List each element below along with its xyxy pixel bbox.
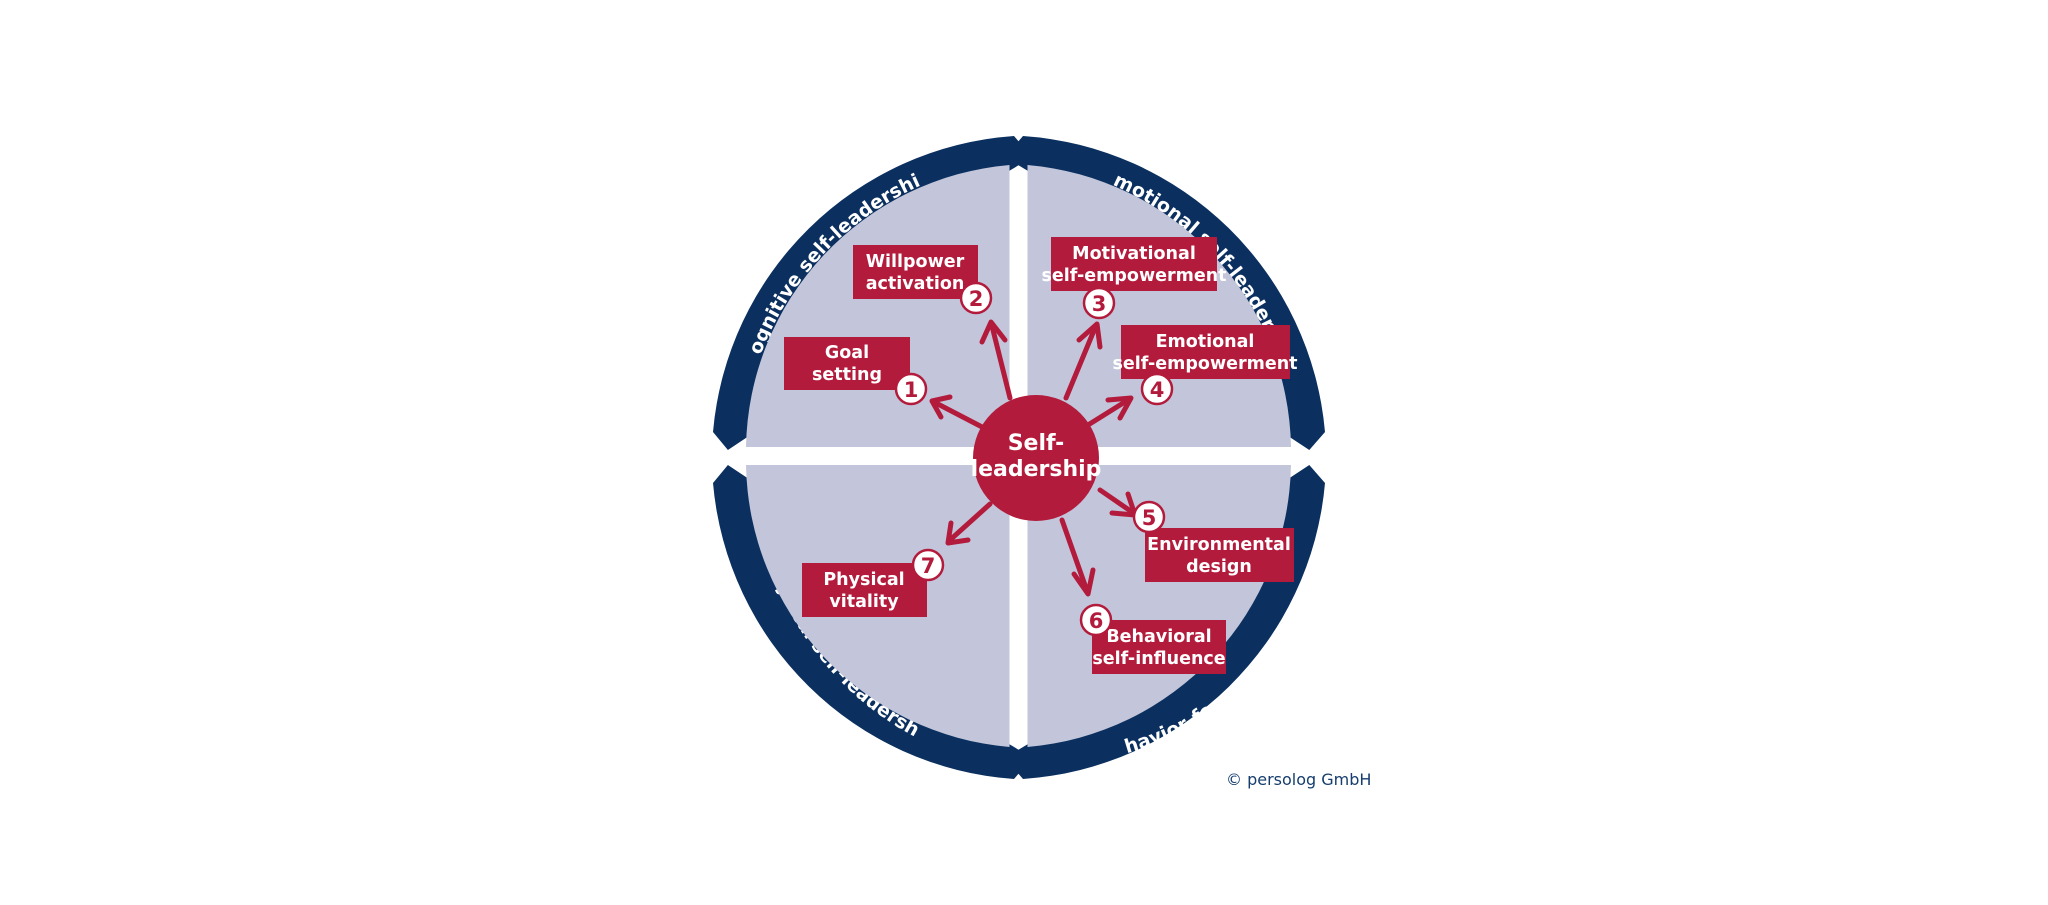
item-box <box>853 245 978 299</box>
inner-quadrants <box>746 165 1291 747</box>
item-label-line2: self-empowerment <box>1041 266 1226 286</box>
center-label-line1: Self- <box>1008 431 1065 456</box>
item-environmental-design: Environmental design 5 <box>1132 500 1294 582</box>
number-badge-text: 4 <box>1150 378 1165 402</box>
item-physical-vitality: Physical vitality 7 <box>802 548 945 617</box>
item-box <box>1121 325 1290 379</box>
item-box <box>1092 620 1226 674</box>
ring-segment-physical <box>713 465 1033 779</box>
item-motivational-self-empowerment: Motivational self-empowerment 3 <box>1041 237 1227 320</box>
number-badge-text: 6 <box>1089 609 1104 633</box>
number-badge <box>959 281 993 315</box>
number-badge-text: 2 <box>969 287 984 311</box>
arrow-4 <box>1085 395 1134 428</box>
number-badge-text: 5 <box>1142 506 1157 530</box>
arrow-6 <box>1059 517 1096 597</box>
item-box <box>1145 528 1294 582</box>
copyright-notice: © persolog GmbH <box>1226 770 1372 789</box>
number-badge-text: 7 <box>921 554 936 578</box>
item-label-line2: activation <box>866 274 965 294</box>
number-badge-text: 1 <box>904 378 919 402</box>
arrows <box>929 319 1138 597</box>
item-label-line2: vitality <box>829 592 899 612</box>
arrow-7 <box>945 501 993 546</box>
number-badge <box>1140 372 1174 406</box>
item-emotional-self-empowerment: Emotional self-empowerment 4 <box>1112 325 1298 406</box>
item-label-line2: self-influence <box>1092 649 1225 669</box>
item-label-line1: Physical <box>823 570 904 590</box>
arrow-3 <box>1063 321 1103 401</box>
number-badge <box>911 548 945 582</box>
item-label-line1: Willpower <box>866 252 965 272</box>
number-badge <box>1132 500 1166 534</box>
number-badge <box>1079 603 1113 637</box>
item-box <box>802 563 927 617</box>
item-box <box>1051 237 1217 291</box>
item-label-line2: self-empowerment <box>1112 354 1297 374</box>
number-badge <box>1082 286 1116 320</box>
center-node: Self- leadership <box>971 395 1102 521</box>
item-label-line2: design <box>1186 557 1252 577</box>
ring-segment-behavior-focused <box>1004 465 1325 779</box>
arrow-1 <box>929 394 987 431</box>
center-label-line2: leadership <box>971 457 1102 482</box>
item-goal-setting: Goal setting 1 <box>784 337 928 406</box>
number-badge-text: 3 <box>1092 292 1107 316</box>
item-label-line2: setting <box>812 365 882 385</box>
item-label-line1: Emotional <box>1156 332 1255 352</box>
item-label-line1: Environmental <box>1147 535 1291 555</box>
center-circle <box>973 395 1099 521</box>
item-label-line1: Motivational <box>1072 244 1196 264</box>
item-label-line1: Behavioral <box>1106 627 1211 647</box>
number-badge <box>894 372 928 406</box>
arrow-2 <box>979 319 1013 401</box>
item-willpower-activation: Willpower activation 2 <box>853 245 993 315</box>
item-box <box>784 337 910 390</box>
ring-label-cognitive: Cognitive self-leadership <box>0 0 923 357</box>
item-behavioral-self-influence: Behavioral self-influence 6 <box>1079 603 1226 674</box>
item-label-line1: Goal <box>825 343 869 363</box>
